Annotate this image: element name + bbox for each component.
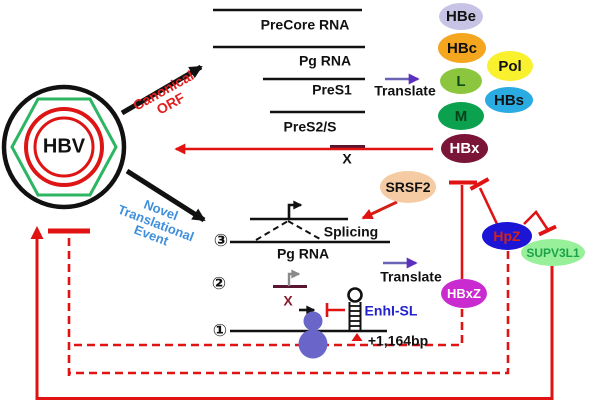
x-bottom-label: X <box>283 292 293 309</box>
pgrna-bottom-label: Pg RNA <box>276 245 330 262</box>
promotion-arrowhead <box>30 226 44 239</box>
virion-label: HBV <box>42 135 86 158</box>
hbxz-oval: HBxZ <box>441 279 487 308</box>
canonical-arrow <box>120 64 203 116</box>
step2-number: ② <box>211 274 227 294</box>
stem-loop-icon <box>347 287 363 331</box>
protein-hbc: HBc <box>438 33 486 63</box>
virion-graphic <box>1 84 127 210</box>
promotion-feedback-path <box>35 236 554 400</box>
supv3l1-oval: SUPV3L1 <box>521 239 585 266</box>
pres2s-label: PreS2/S <box>283 118 337 135</box>
srsf2-oval: SRSF2 <box>380 171 436 203</box>
translate-bottom-label: Translate <box>380 268 442 285</box>
ribosome-icon <box>298 311 328 359</box>
splicing-diagram <box>230 200 390 244</box>
step1-number: ① <box>212 321 228 341</box>
protein-hbx: HBx <box>441 134 488 163</box>
splicing-label: Splicing <box>323 223 379 240</box>
pgrna-top-label: Pg RNA <box>298 52 352 69</box>
inhibition-tbars <box>449 177 557 279</box>
transcript-lines <box>213 8 365 114</box>
protein-hbe: HBe <box>439 3 483 30</box>
pres1-label: PreS1 <box>312 81 352 98</box>
precore-rna-label: PreCore RNA <box>260 16 350 33</box>
x-orf-label: X <box>342 150 352 167</box>
ribosome-block-arrow <box>299 303 345 317</box>
step3-number: ③ <box>213 231 229 251</box>
position-marker-triangle <box>351 333 363 341</box>
x-orf-step2 <box>273 269 307 288</box>
position-bp-label: +1,164bp <box>367 332 429 349</box>
dashed-feedback-paths <box>67 237 510 376</box>
srsf2-arrow <box>361 200 398 220</box>
protein-hbs: HBs <box>485 87 533 113</box>
protein-l: L <box>440 68 482 94</box>
protein-pol: Pol <box>487 51 533 81</box>
translate-top-label: Translate <box>374 82 436 99</box>
novel-arrow <box>125 168 206 223</box>
protein-m: M <box>438 102 484 130</box>
enhancer-stemloop-label: EnhI-SL <box>364 302 418 319</box>
